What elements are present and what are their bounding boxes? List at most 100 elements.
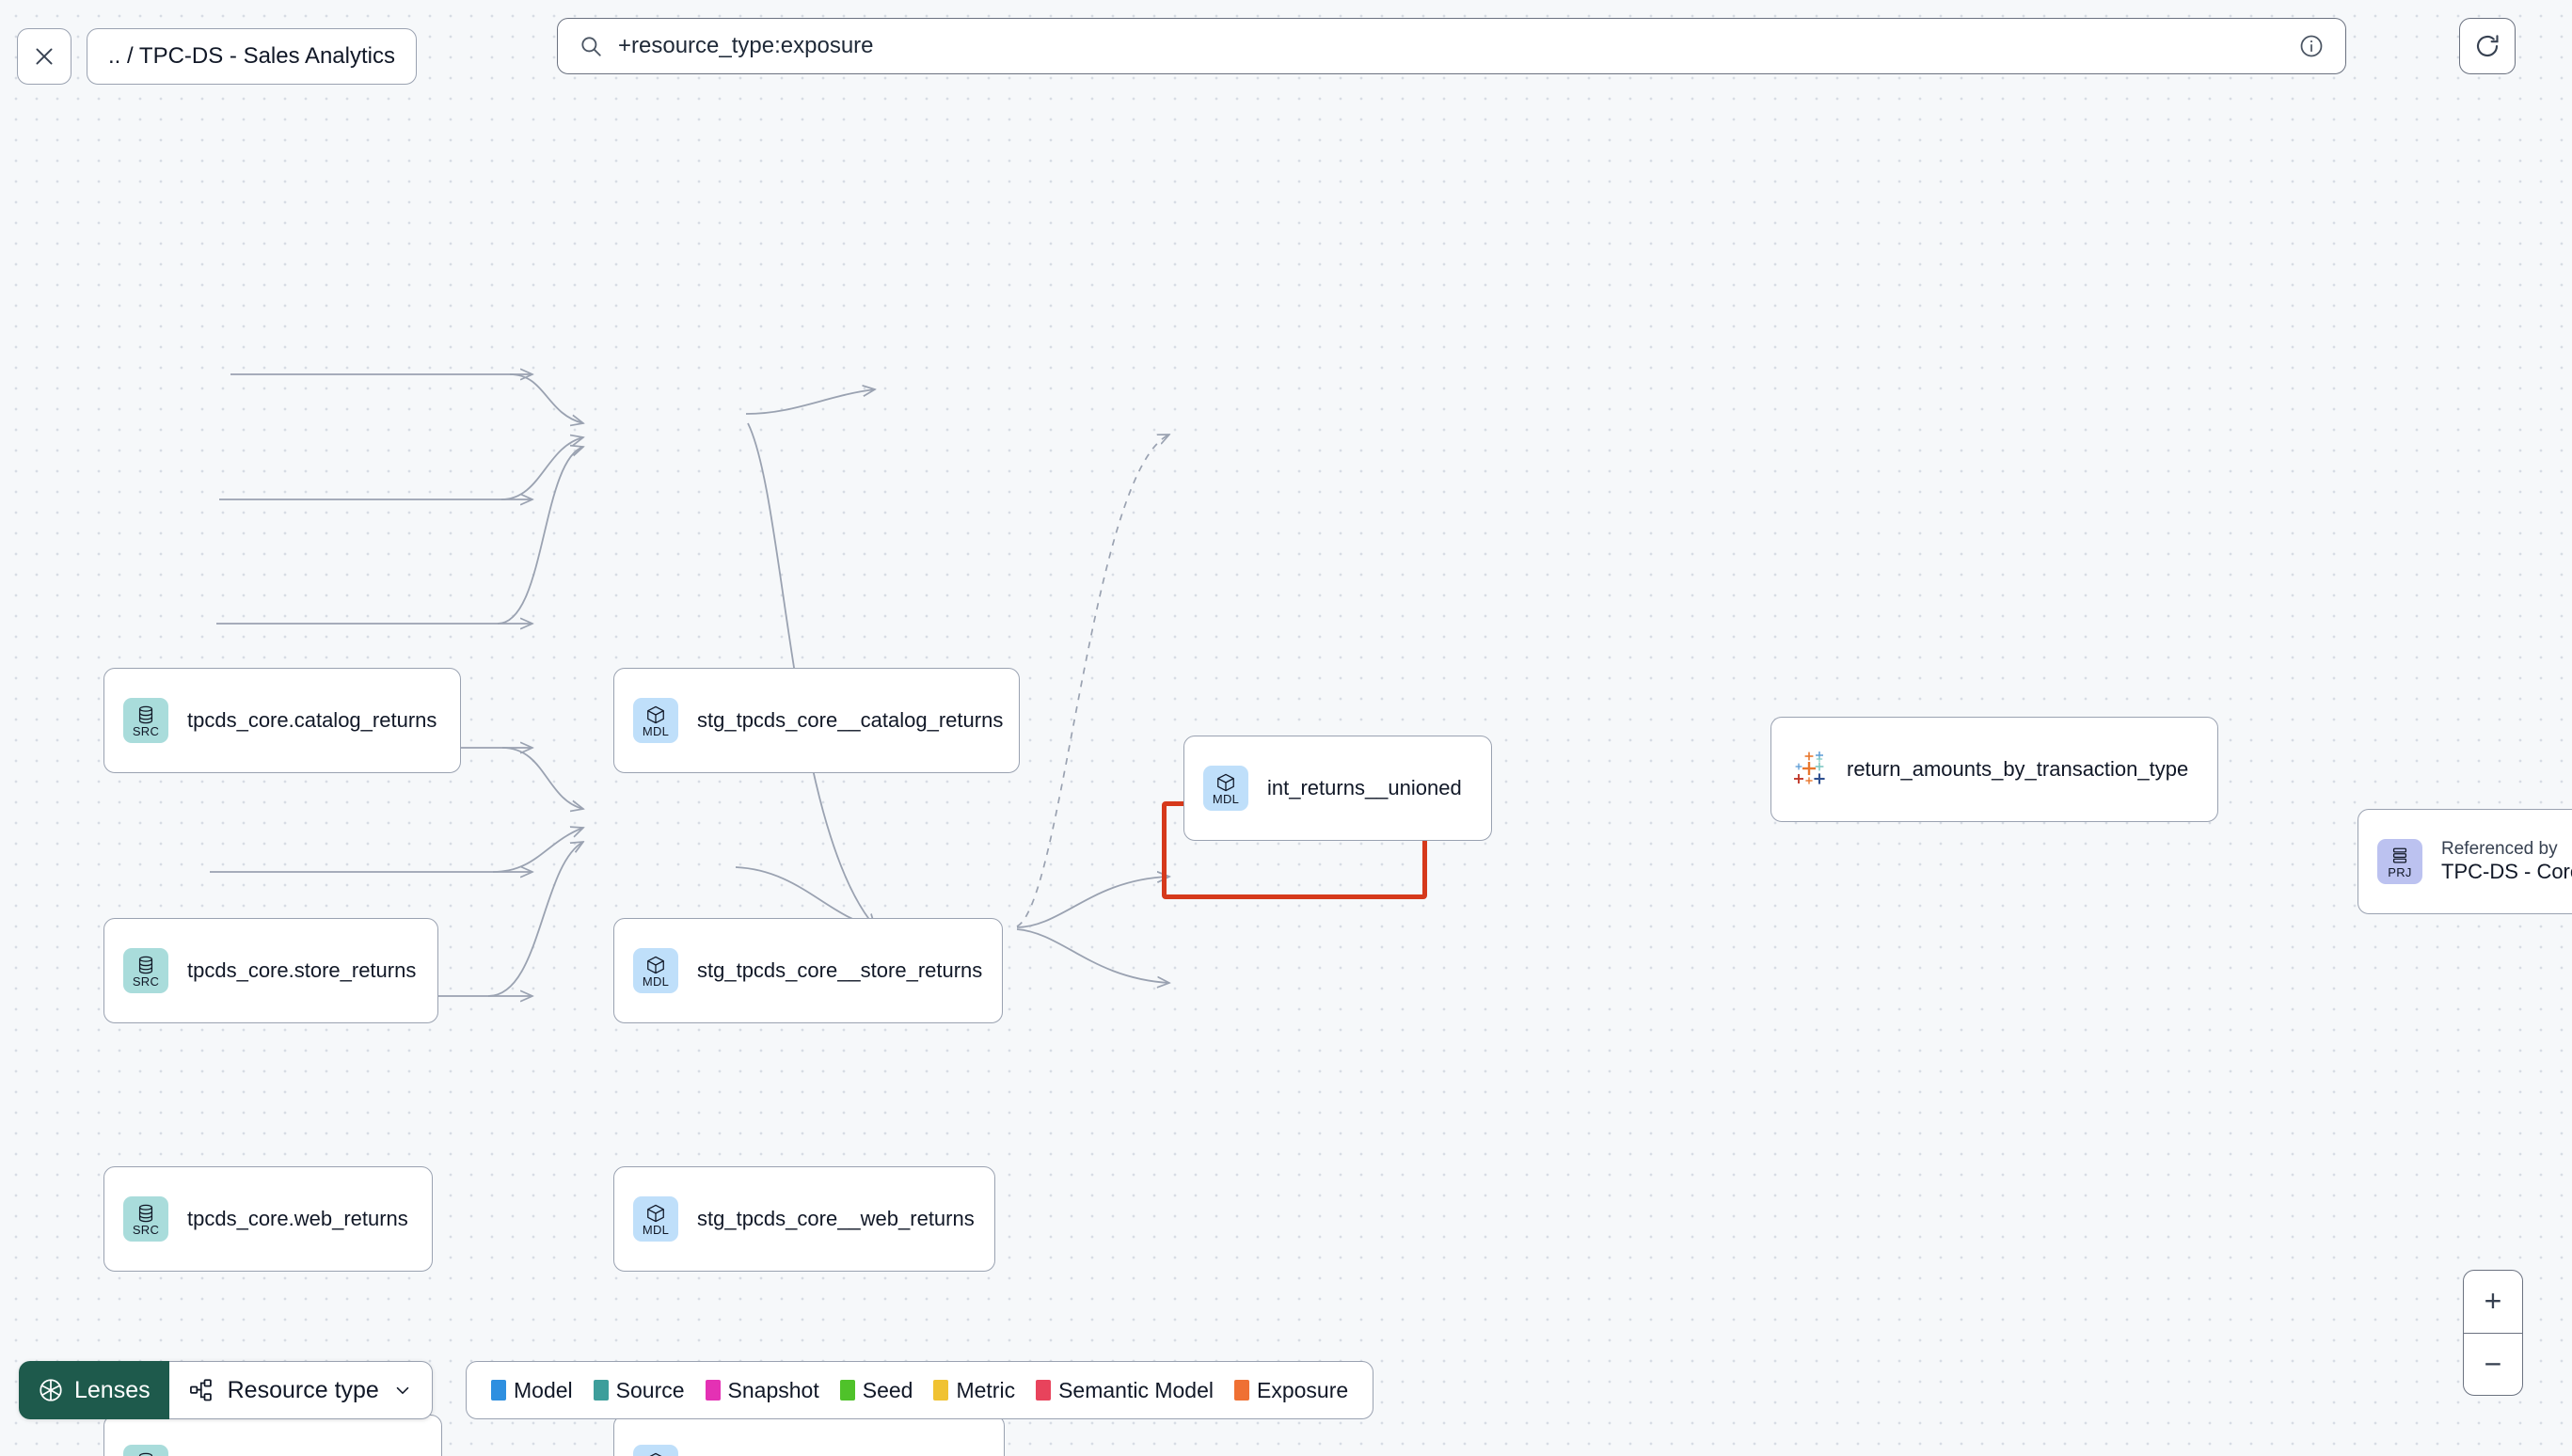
legend-item-exposure[interactable]: Exposure: [1234, 1378, 1348, 1403]
source-badge: SRC: [123, 1445, 168, 1456]
zoom-out-button[interactable]: −: [2484, 1346, 2502, 1381]
legend-label: Metric: [956, 1377, 1016, 1402]
node-text: stg_tpcds_core__catalog_returns: [697, 708, 1004, 733]
model-badge: MDL: [633, 1445, 678, 1456]
database-icon: [138, 705, 153, 723]
search-bar[interactable]: +resource_type:exposure: [557, 18, 2346, 74]
node-title: tpcds_core.catalog_returns: [187, 708, 437, 732]
node-subtitle: Referenced by: [2441, 839, 2558, 859]
graph-node-stg_store_returns[interactable]: MDL stg_tpcds_core__store_returns: [613, 918, 1003, 1023]
graph-node-stg_catalog_returns[interactable]: MDL stg_tpcds_core__catalog_returns: [613, 668, 1020, 773]
lenses-button[interactable]: Lenses: [19, 1361, 169, 1419]
graph-node-src_store_returns[interactable]: SRC tpcds_core.store_returns: [103, 918, 438, 1023]
graph-node-stg_web_returns[interactable]: MDL stg_tpcds_core__web_returns: [613, 1166, 995, 1272]
refresh-icon: [2476, 35, 2499, 57]
info-icon[interactable]: [2298, 33, 2325, 59]
graph-node-return_amounts[interactable]: return_amounts_by_transaction_type: [1770, 717, 2218, 822]
badge-label: SRC: [132, 1222, 160, 1237]
nodes-icon: [189, 1379, 212, 1401]
project-stack-icon: [2392, 847, 2407, 863]
zoom-in-button[interactable]: +: [2464, 1271, 2522, 1334]
legend-item-seed[interactable]: Seed: [839, 1377, 913, 1403]
source-badge: SRC: [123, 948, 168, 993]
legend-swatch: [1036, 1380, 1052, 1401]
node-title: stg_tpcds_core__catalog_returns: [697, 708, 1004, 732]
search-input[interactable]: +resource_type:exposure: [618, 33, 874, 58]
resource-type-label: Resource type: [227, 1376, 379, 1403]
legend-label: Snapshot: [727, 1377, 819, 1402]
legend-swatch: [933, 1380, 949, 1401]
node-title: stg_tpcds_core__web_returns: [697, 1207, 975, 1230]
node-title: tpcds_core.store_returns: [187, 958, 417, 982]
cube-icon: [647, 705, 664, 723]
close-icon: [36, 47, 53, 65]
source-badge: SRC: [123, 1196, 168, 1242]
cube-icon: [647, 1204, 664, 1222]
lenses-control-group: Lenses Resource type: [19, 1361, 433, 1419]
legend-swatch: [839, 1380, 855, 1401]
legend-item-snapshot[interactable]: Snapshot: [705, 1377, 819, 1403]
node-title: stg_tpcds_core__store_returns: [697, 958, 983, 982]
node-text: int_returns__unioned: [1267, 776, 1462, 800]
legend-swatch: [593, 1380, 609, 1401]
legend-item-metric[interactable]: Metric: [933, 1378, 1015, 1403]
node-title: tpcds_core.web_returns: [187, 1207, 408, 1230]
graph-node-src_catalog_returns[interactable]: SRC tpcds_core.catalog_returns: [103, 668, 461, 773]
node-title: int_returns__unioned: [1267, 776, 1462, 799]
legend-label: Model: [514, 1377, 573, 1402]
database-icon: [138, 1452, 153, 1456]
cube-icon: [1217, 773, 1234, 791]
node-title: TPC-DS - Core Data Models: [2441, 860, 2572, 883]
aperture-icon: [40, 1379, 62, 1401]
legend-label: Exposure: [1257, 1377, 1349, 1402]
node-title: return_amounts_by_transaction_type: [1847, 757, 2189, 781]
node-text: tpcds_core.web_returns: [187, 1207, 408, 1231]
node-text: tpcds_core.store_returns: [187, 958, 416, 983]
badge-label: MDL: [642, 1222, 670, 1237]
top-toolbar: .. / TPC-DS - Sales Analytics +resource_…: [0, 0, 2572, 112]
badge-label: SRC: [132, 973, 160, 989]
zoom-controls: + −: [2463, 1270, 2523, 1396]
model-badge: MDL: [633, 1196, 678, 1242]
legend-label: Source: [615, 1377, 685, 1402]
project-badge: PRJ: [2377, 839, 2422, 884]
database-icon: [138, 956, 153, 973]
legend-label: Semantic Model: [1058, 1377, 1214, 1402]
chevron-down-icon: [396, 1386, 409, 1395]
close-button[interactable]: [17, 27, 71, 85]
legend-item-source[interactable]: Source: [593, 1377, 685, 1403]
breadcrumb-label: .. / TPC-DS - Sales Analytics: [108, 42, 395, 69]
tableau-workbook-icon: [1794, 752, 1825, 784]
refresh-button[interactable]: [2459, 18, 2516, 74]
resource-type-dropdown[interactable]: Resource type: [168, 1361, 433, 1419]
graph-node-src_web_returns[interactable]: SRC tpcds_core.web_returns: [103, 1166, 433, 1272]
breadcrumb[interactable]: .. / TPC-DS - Sales Analytics: [87, 27, 417, 85]
model-badge: MDL: [633, 698, 678, 743]
badge-label: MDL: [642, 973, 670, 989]
legend-swatch: [1234, 1380, 1249, 1401]
legend-item-model[interactable]: Model: [491, 1378, 573, 1403]
legend-swatch: [705, 1380, 721, 1401]
cube-icon: [648, 1452, 663, 1456]
node-text: tpcds_core.catalog_returns: [187, 708, 437, 733]
model-badge: MDL: [1203, 766, 1248, 811]
database-icon: [138, 1204, 153, 1222]
graph-node-int_returns_unioned[interactable]: MDL int_returns__unioned: [1183, 736, 1492, 841]
node-text: return_amounts_by_transaction_type: [1847, 757, 2188, 782]
badge-label: MDL: [642, 723, 670, 738]
badge-label: PRJ: [2388, 864, 2412, 879]
model-badge: MDL: [633, 948, 678, 993]
node-text: stg_tpcds_core__store_returns: [697, 958, 982, 983]
source-badge: SRC: [123, 698, 168, 743]
legend-swatch: [491, 1380, 506, 1401]
legend-label: Seed: [862, 1377, 913, 1402]
legend-item-semantic-model[interactable]: Semantic Model: [1036, 1378, 1214, 1403]
badge-label: MDL: [1212, 791, 1240, 806]
node-text: stg_tpcds_core__web_returns: [697, 1207, 975, 1231]
